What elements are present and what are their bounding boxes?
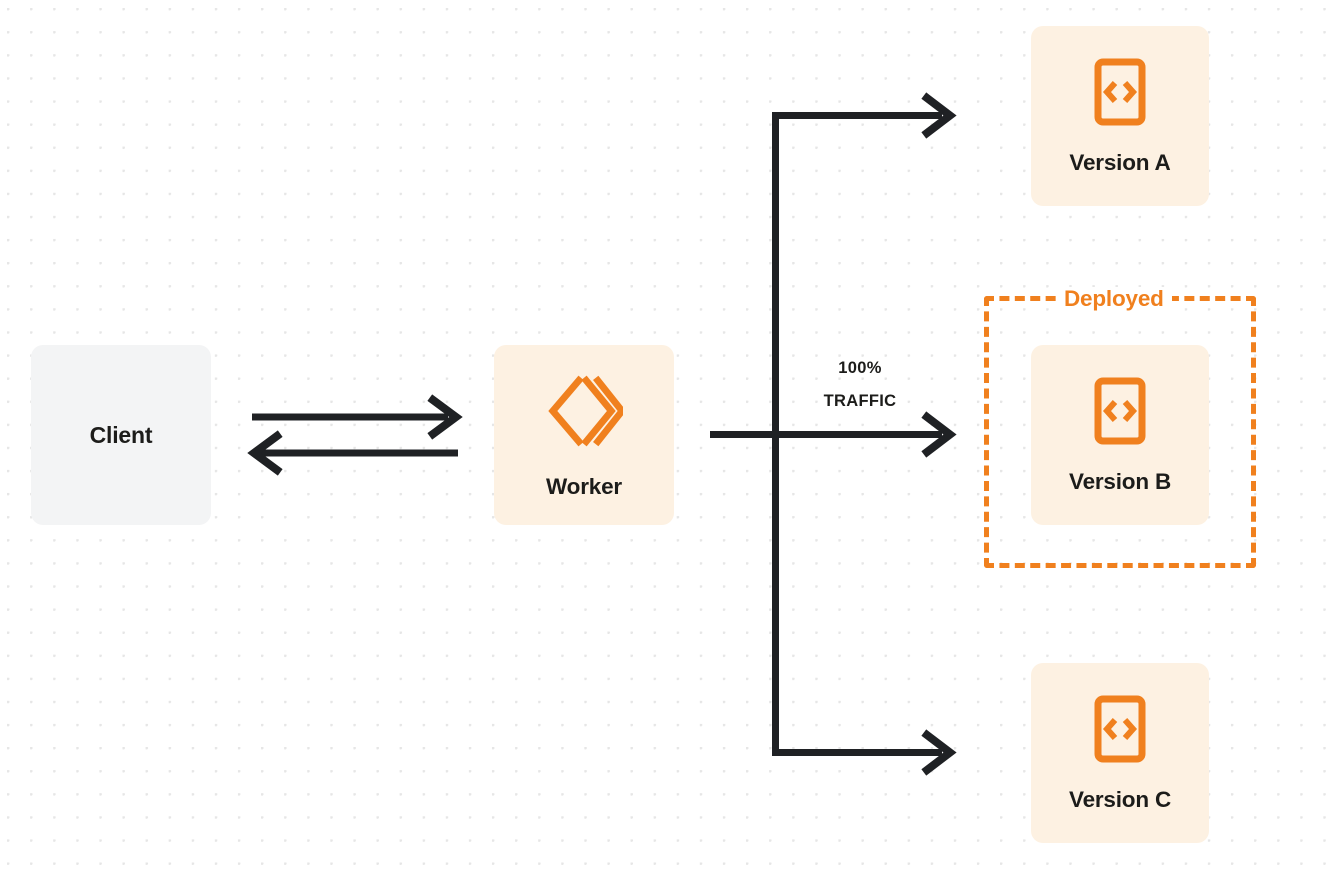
arrow-worker-to-version-a bbox=[772, 92, 957, 139]
node-version-a[interactable]: Version A bbox=[1031, 26, 1209, 206]
deployed-group-label: Deployed bbox=[1056, 287, 1172, 311]
arrow-worker-to-version-b bbox=[710, 411, 957, 458]
code-brackets-icon bbox=[1094, 58, 1146, 126]
node-version-a-label: Version A bbox=[1069, 149, 1171, 175]
cloudflare-workers-logo-icon bbox=[545, 372, 623, 450]
code-brackets-icon bbox=[1094, 377, 1146, 445]
node-version-b[interactable]: Version B bbox=[1031, 345, 1209, 525]
node-worker[interactable]: Worker bbox=[494, 345, 674, 525]
traffic-percentage-label: 100% TRAFFIC bbox=[790, 352, 930, 418]
traffic-percent-value: 100% bbox=[838, 359, 882, 377]
node-version-c-label: Version C bbox=[1069, 786, 1171, 812]
arrow-worker-to-version-c bbox=[772, 729, 957, 776]
arrow-client-to-worker bbox=[252, 394, 463, 440]
node-version-c[interactable]: Version C bbox=[1031, 663, 1209, 843]
node-version-b-label: Version B bbox=[1069, 468, 1171, 494]
traffic-percent-caption: TRAFFIC bbox=[823, 392, 897, 410]
node-client-label: Client bbox=[89, 421, 153, 448]
node-client[interactable]: Client bbox=[31, 345, 211, 525]
code-brackets-icon bbox=[1094, 695, 1146, 763]
arrow-worker-to-client bbox=[247, 430, 458, 476]
node-worker-label: Worker bbox=[546, 473, 622, 499]
